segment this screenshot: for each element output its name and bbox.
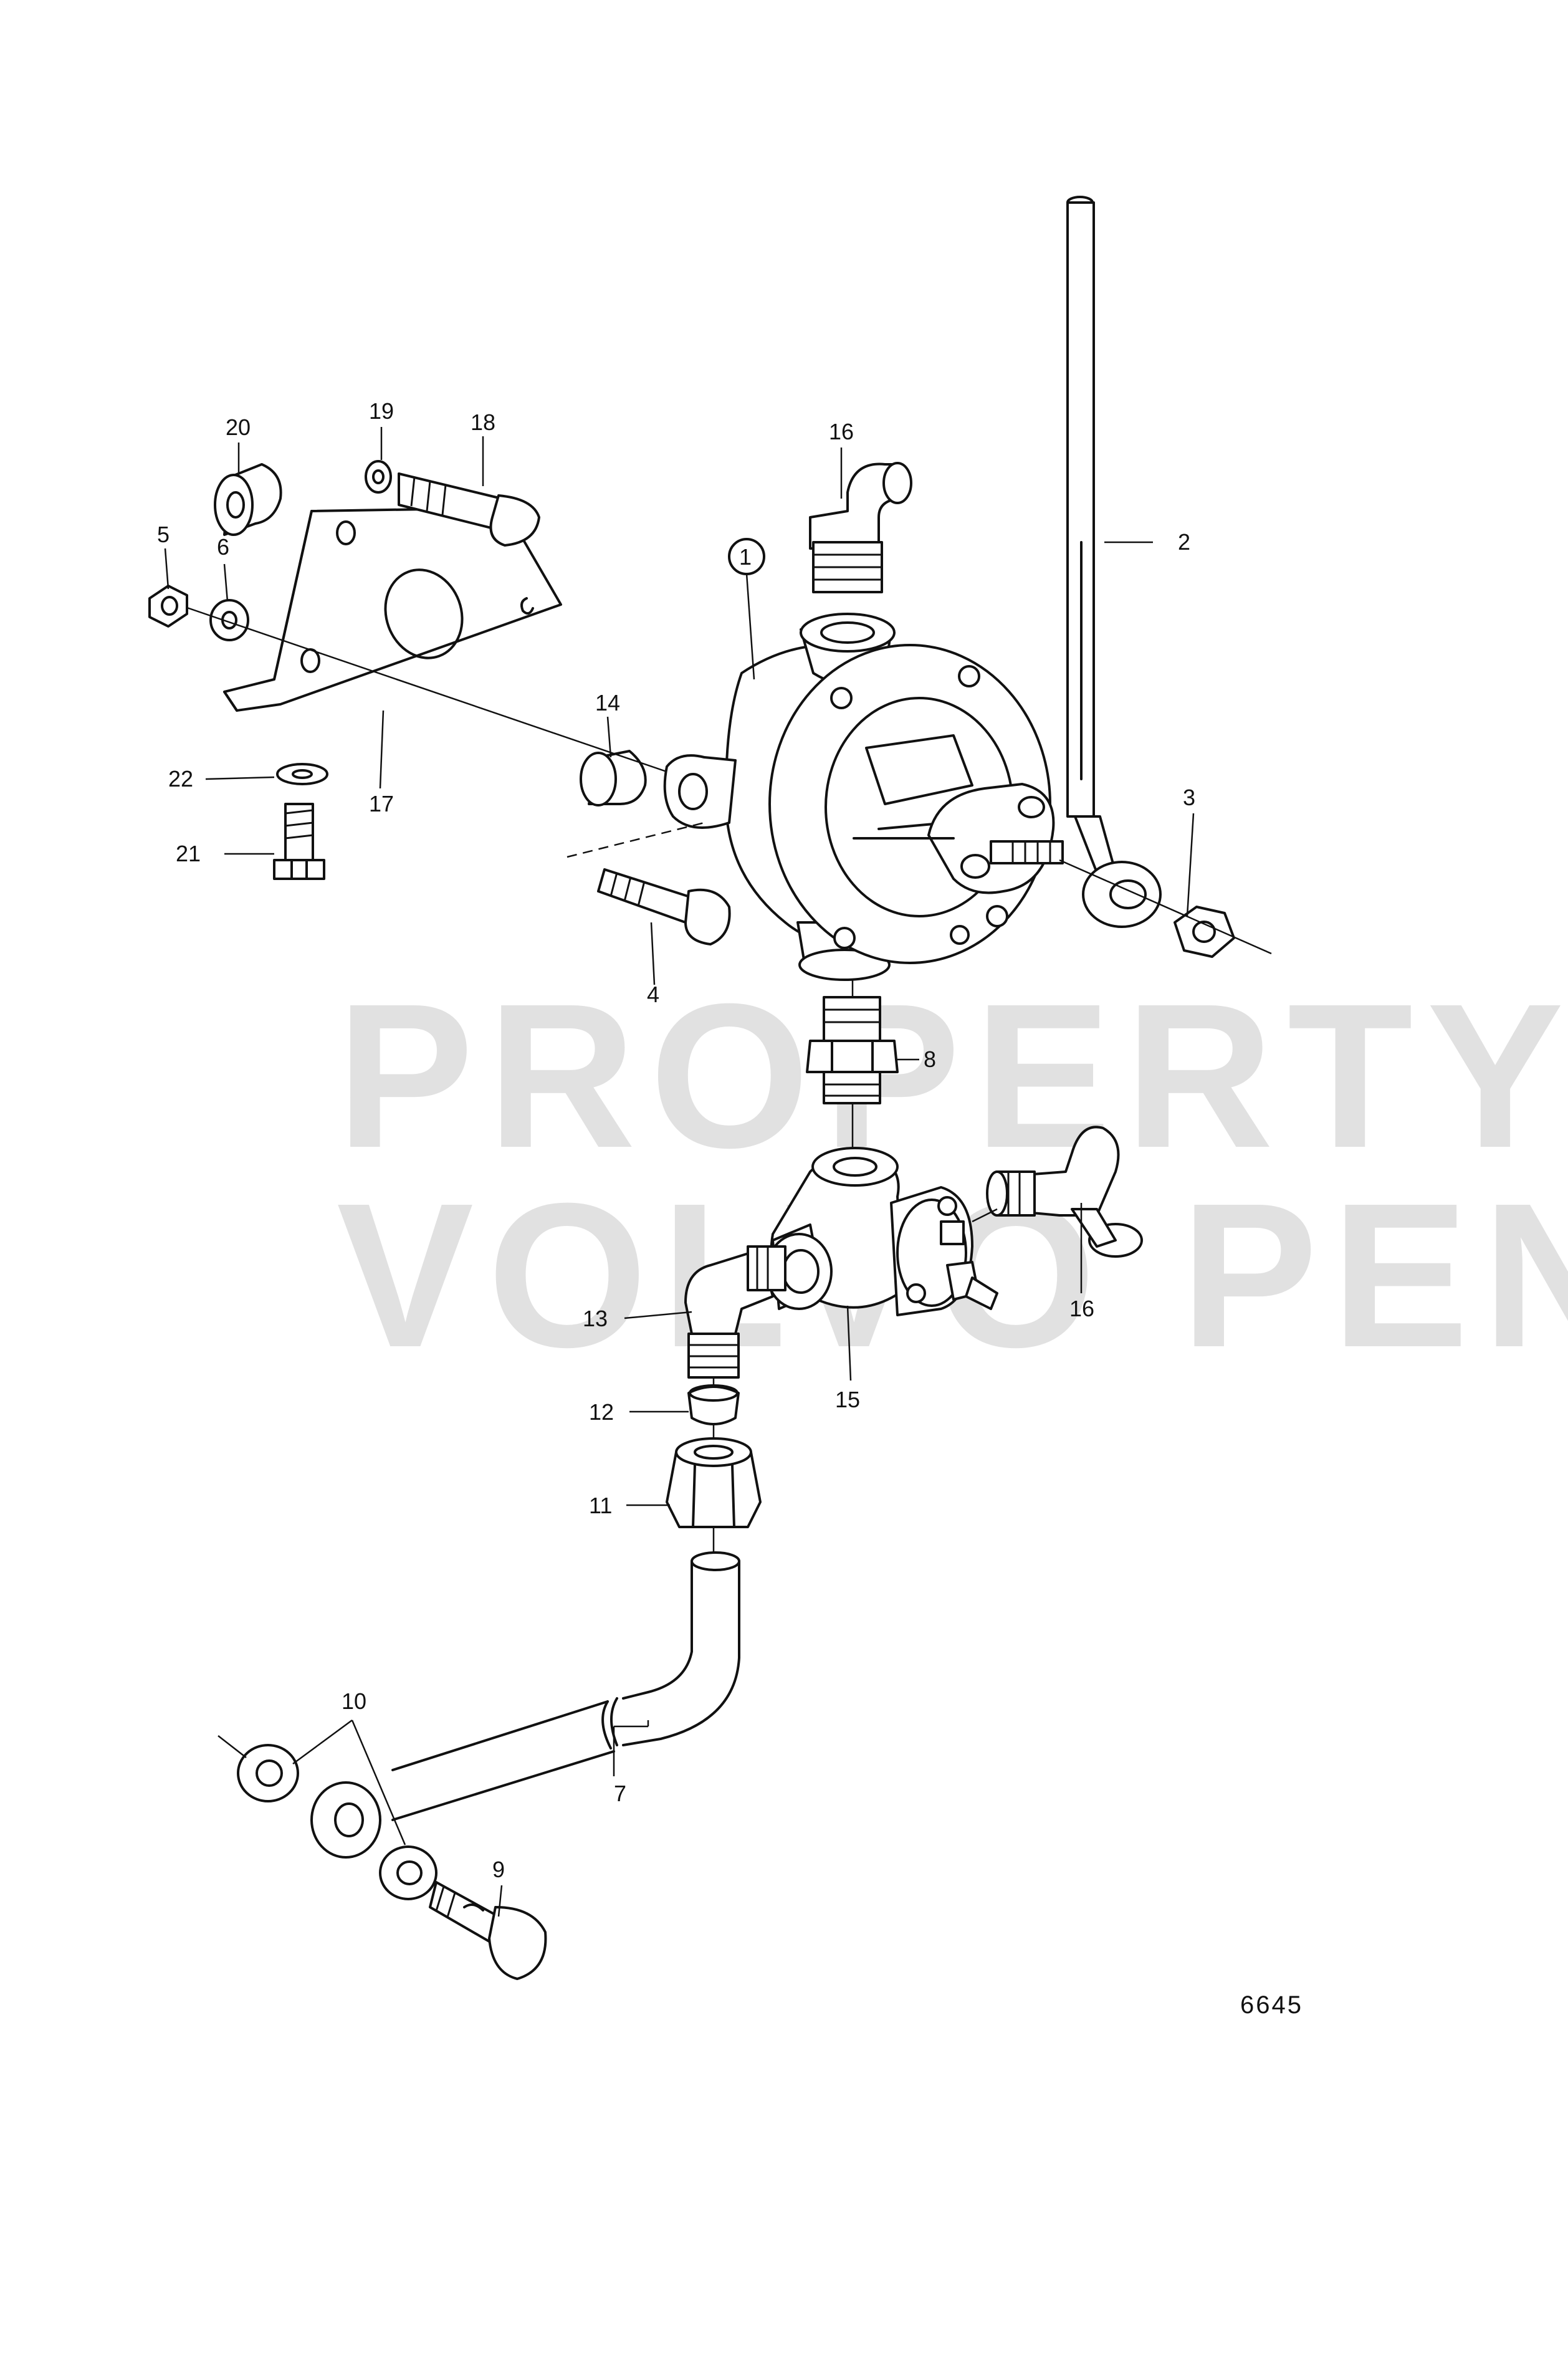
bolt-4 bbox=[566, 821, 731, 945]
callout-15: 15 bbox=[835, 1387, 860, 1412]
callout-17: 17 bbox=[369, 791, 394, 816]
callout-13: 13 bbox=[583, 1306, 608, 1331]
callout-labels: 1 2 3 4 5 6 7 8 9 10 11 12 13 14 15 16 1… bbox=[157, 398, 1195, 1882]
callout-10: 10 bbox=[342, 1688, 366, 1714]
callout-2: 2 bbox=[1178, 529, 1190, 555]
callout-16-right: 16 bbox=[1069, 1296, 1094, 1321]
washer-19 bbox=[365, 460, 392, 494]
bolt-18 bbox=[398, 472, 540, 547]
callout-7: 7 bbox=[614, 1781, 626, 1806]
callout-circle-1 bbox=[728, 538, 765, 575]
leader-lines bbox=[164, 427, 1195, 1917]
washer-10b bbox=[379, 1845, 437, 1900]
callout-3: 3 bbox=[1183, 785, 1195, 810]
callout-14: 14 bbox=[595, 690, 620, 715]
washer-6 bbox=[209, 599, 249, 641]
nut-3 bbox=[1059, 859, 1272, 958]
pump-body bbox=[663, 613, 1064, 981]
callout-11: 11 bbox=[589, 1493, 612, 1518]
callout-8: 8 bbox=[924, 1046, 936, 1072]
elbow-fitting-13 bbox=[684, 1245, 786, 1379]
spacer-14 bbox=[580, 750, 647, 806]
callout-4: 4 bbox=[647, 982, 659, 1007]
bolt-21 bbox=[273, 803, 325, 880]
callout-12: 12 bbox=[589, 1399, 614, 1425]
callout-18: 18 bbox=[471, 409, 495, 435]
callout-9: 9 bbox=[492, 1857, 505, 1882]
elbow-fitting-top bbox=[809, 462, 912, 593]
callout-22: 22 bbox=[168, 766, 193, 792]
pump-handle bbox=[1066, 196, 1162, 928]
callout-5: 5 bbox=[157, 522, 170, 547]
washer-22 bbox=[276, 763, 328, 785]
union-nut-11 bbox=[666, 1437, 762, 1528]
elbow-fitting-right bbox=[972, 1126, 1143, 1258]
callout-16-top: 16 bbox=[829, 419, 854, 444]
pipe-7 bbox=[391, 1551, 740, 1821]
banjo-bolt-9 bbox=[429, 1881, 547, 1980]
spacer-sleeve bbox=[214, 463, 282, 536]
watermark-line-1: PROPERTY OF bbox=[337, 960, 1568, 1190]
olive-12 bbox=[687, 1384, 740, 1425]
nipple-8 bbox=[806, 996, 899, 1104]
drawing-number: 6645 bbox=[1240, 1991, 1303, 2019]
callout-20: 20 bbox=[226, 414, 251, 440]
callout-19: 19 bbox=[369, 398, 394, 424]
banjo-eye bbox=[310, 1781, 381, 1859]
callout-6: 6 bbox=[217, 534, 229, 560]
watermark: PROPERTY OF VOLVO PENTA bbox=[337, 960, 1568, 1390]
callout-1: 1 bbox=[739, 544, 752, 570]
callout-21: 21 bbox=[176, 841, 201, 866]
valve-body bbox=[765, 1147, 998, 1316]
washer-10a bbox=[237, 1744, 299, 1802]
nut-5 bbox=[148, 585, 188, 628]
